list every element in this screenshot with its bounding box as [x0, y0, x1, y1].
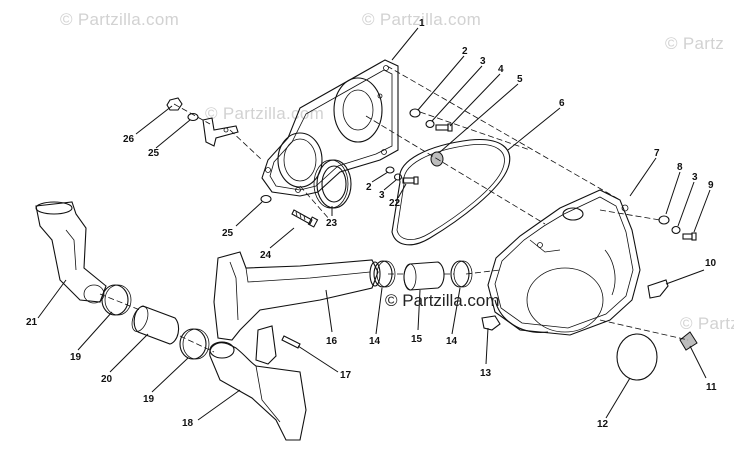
callout-19-upper: 19 [70, 352, 82, 363]
coupler-20 [131, 305, 180, 345]
align-line-1 [386, 65, 621, 201]
callout-21: 21 [26, 317, 38, 328]
leader-lines [37, 27, 711, 421]
callout-3-right: 3 [692, 172, 698, 183]
callout-11: 11 [706, 382, 717, 393]
callout-3-lower: 3 [379, 190, 385, 201]
lockwasher-3-upper [425, 119, 435, 129]
inner-cover-plate [261, 59, 399, 197]
intake-duct-18 [209, 341, 307, 441]
callout-16: 16 [326, 336, 338, 347]
callout-25-upper: 25 [148, 148, 160, 159]
watermark-mid-left: © Partzilla.com [205, 104, 325, 123]
callout-8: 8 [677, 162, 683, 173]
callout-22: 22 [389, 198, 401, 209]
align-line-7 [173, 103, 211, 125]
watermark-right: © Partz [680, 314, 734, 333]
callout-19-lower: 19 [143, 394, 155, 405]
callout-4: 4 [498, 64, 504, 75]
hose-clamp-19-upper [101, 284, 132, 316]
watermark-center: © Partzilla.com [385, 291, 500, 310]
align-line-3 [419, 111, 531, 151]
callout-17: 17 [340, 370, 352, 381]
callout-3: 3 [480, 56, 486, 67]
callout-24: 24 [260, 250, 272, 261]
disc-12 [616, 333, 658, 381]
washer-2-lower [385, 166, 395, 174]
align-line-4 [599, 209, 661, 221]
lockwasher-3-right [671, 225, 681, 235]
decal-10 [647, 279, 669, 299]
callout-1: 1 [419, 18, 425, 29]
callout-18: 18 [182, 418, 194, 429]
air-duct-16 [213, 251, 381, 341]
align-line-9 [179, 335, 215, 353]
watermark-top-left: © Partzilla.com [60, 10, 180, 29]
callout-14-right: 14 [446, 336, 458, 347]
washer-25-lower [260, 194, 272, 204]
lockwasher-3-lower [393, 173, 403, 181]
callout-7: 7 [654, 148, 660, 159]
small-bracket [202, 117, 239, 147]
callout-2-lower: 2 [366, 182, 372, 193]
align-line-8 [99, 293, 141, 311]
hose-clamp-19-lower [179, 328, 210, 360]
callout-20: 20 [101, 374, 113, 385]
callout-15: 15 [411, 334, 423, 345]
duct-bracket [255, 325, 277, 365]
watermark-top-mid: © Partzilla.com [362, 10, 482, 29]
washer-2-upper [409, 108, 421, 118]
align-line-2 [365, 115, 546, 225]
callout-25-lower: 25 [222, 228, 234, 239]
bolt-24 [291, 209, 319, 228]
callout-23: 23 [326, 218, 338, 229]
align-line-12 [465, 269, 501, 275]
coupler-15 [403, 261, 445, 291]
watermark-top-right: © Partz [665, 34, 725, 53]
callout-26: 26 [123, 134, 135, 145]
nut-26 [166, 97, 183, 111]
callout-2: 2 [462, 46, 468, 57]
callout-12: 12 [597, 419, 609, 430]
washer-8 [658, 215, 670, 225]
seal-ring [313, 159, 352, 209]
align-line-13 [299, 185, 331, 221]
callout-labels: 1 2 3 4 5 6 7 8 3 9 10 11 12 13 14 14 15… [26, 18, 717, 430]
callout-5: 5 [517, 74, 523, 85]
decal-11 [679, 331, 698, 351]
callout-13: 13 [480, 368, 492, 379]
align-line-5 [599, 319, 689, 341]
bolt-9 [682, 232, 697, 241]
intake-duct-21 [35, 201, 107, 304]
clamp-13 [481, 315, 501, 331]
screw-17 [281, 335, 301, 349]
bolt-4 [435, 123, 453, 132]
callout-14-left: 14 [369, 336, 381, 347]
callout-6: 6 [559, 98, 565, 109]
callout-9: 9 [708, 180, 714, 191]
callout-10: 10 [705, 258, 717, 269]
bolt-22 [402, 176, 419, 185]
outer-clutch-cover [487, 189, 641, 336]
align-line-6 [229, 129, 263, 161]
